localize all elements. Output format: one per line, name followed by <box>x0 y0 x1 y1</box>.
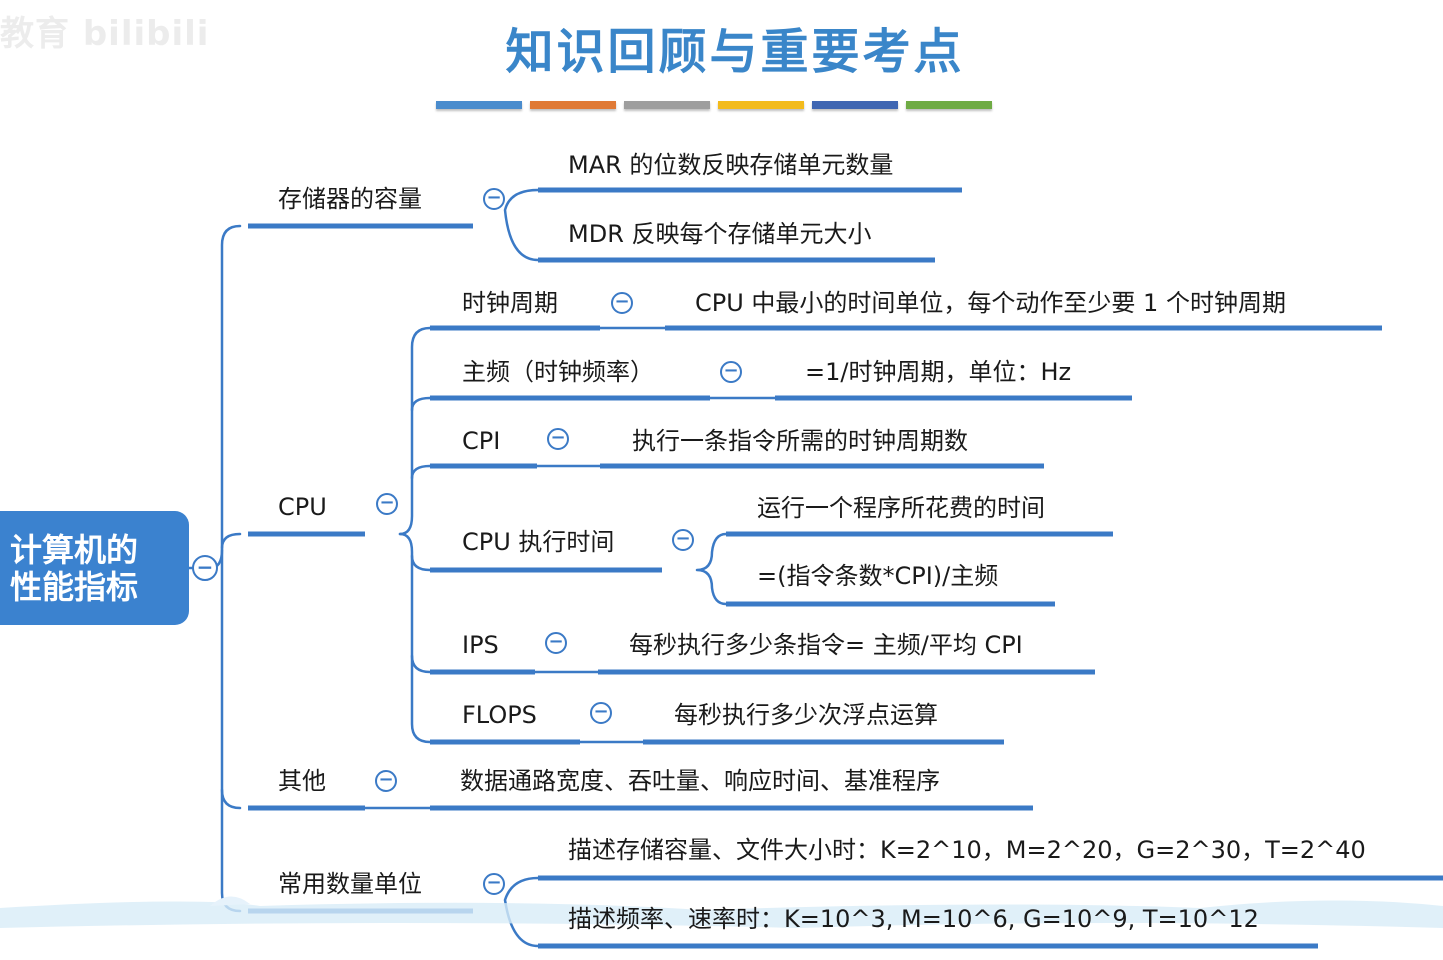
connector-cpu-ips <box>410 654 432 674</box>
node-other[interactable]: 其他 <box>278 767 326 795</box>
collapse-cpi-button[interactable]: − <box>547 428 569 450</box>
node-clock-period[interactable]: 时钟周期 <box>462 289 558 317</box>
node-flops-desc[interactable]: 每秒执行多少次浮点运算 <box>674 701 938 729</box>
collapse-flops-button[interactable]: − <box>590 702 612 724</box>
node-mdr[interactable]: MDR 反映每个存储单元大小 <box>568 220 872 248</box>
title-bar-6 <box>906 101 992 109</box>
watermark: 教育 bilibili <box>0 14 210 54</box>
root-label-line2: 性能指标 <box>10 568 139 606</box>
collapse-cpu-button[interactable]: − <box>376 493 398 515</box>
node-cpi-desc[interactable]: 执行一条指令所需的时钟周期数 <box>632 427 968 455</box>
collapse-units-button[interactable]: − <box>483 873 505 895</box>
cpu-trunk-lower <box>398 532 432 744</box>
connector-storage-children <box>503 188 540 262</box>
node-ips-desc[interactable]: 每秒执行多少条指令= 主频/平均 CPI <box>629 631 1023 659</box>
collapse-clock-period-button[interactable]: − <box>611 292 633 314</box>
title-bar-3 <box>624 101 710 109</box>
node-cpu[interactable]: CPU <box>278 493 327 521</box>
collapse-cpu-exec-time-button[interactable]: − <box>672 529 694 551</box>
collapse-root-button[interactable]: − <box>192 555 218 581</box>
connector-cpu-cpi <box>410 464 432 480</box>
node-cpi[interactable]: CPI <box>462 427 501 455</box>
title-color-bars <box>436 101 992 109</box>
collapse-ips-button[interactable]: − <box>545 632 567 654</box>
connector-cpu <box>220 532 242 550</box>
node-cpu-exec-time-desc2[interactable]: =(指令条数*CPI)/主频 <box>757 562 999 590</box>
root-node[interactable]: 计算机的 性能指标 <box>0 511 189 625</box>
collapse-storage-button[interactable]: − <box>483 188 505 210</box>
connector-cpu-exec <box>410 554 432 572</box>
collapse-main-frequency-button[interactable]: − <box>720 361 742 383</box>
page-title: 知识回顾与重要考点 <box>505 24 965 80</box>
bottom-water-decoration <box>0 896 1443 928</box>
node-storage-capacity[interactable]: 存储器的容量 <box>278 185 422 213</box>
title-bar-5 <box>812 101 898 109</box>
level1-trunk <box>208 224 242 570</box>
title-bar-4 <box>718 101 804 109</box>
node-common-units[interactable]: 常用数量单位 <box>278 870 422 898</box>
node-cpu-exec-time[interactable]: CPU 执行时间 <box>462 528 615 556</box>
node-cpu-exec-time-desc1[interactable]: 运行一个程序所花费的时间 <box>757 494 1045 522</box>
node-mar[interactable]: MAR 的位数反映存储单元数量 <box>568 151 894 179</box>
title-bar-1 <box>436 101 522 109</box>
title-bar-2 <box>530 101 616 109</box>
level1-trunk-lower <box>220 548 242 913</box>
root-label-line1: 计算机的 <box>10 531 139 569</box>
node-other-desc[interactable]: 数据通路宽度、吞吐量、响应时间、基准程序 <box>460 767 940 795</box>
connector-other <box>220 788 242 810</box>
node-units-storage[interactable]: 描述存储容量、文件大小时：K=2^10，M=2^20，G=2^30，T=2^40 <box>568 836 1366 864</box>
cpu-trunk <box>398 326 432 536</box>
node-main-frequency-desc[interactable]: =1/时钟周期，单位：Hz <box>805 358 1072 386</box>
connector-exec-children <box>695 532 728 606</box>
node-clock-period-desc[interactable]: CPU 中最小的时间单位，每个动作至少要 1 个时钟周期 <box>695 289 1286 317</box>
node-ips[interactable]: IPS <box>462 631 499 659</box>
connector-cpu-freq <box>410 396 432 412</box>
collapse-other-button[interactable]: − <box>375 770 397 792</box>
node-main-frequency[interactable]: 主频（时钟频率） <box>462 358 654 386</box>
node-units-frequency[interactable]: 描述频率、速率时：K=10^3, M=10^6, G=10^9, T=10^12 <box>568 905 1259 933</box>
node-flops[interactable]: FLOPS <box>462 701 537 729</box>
